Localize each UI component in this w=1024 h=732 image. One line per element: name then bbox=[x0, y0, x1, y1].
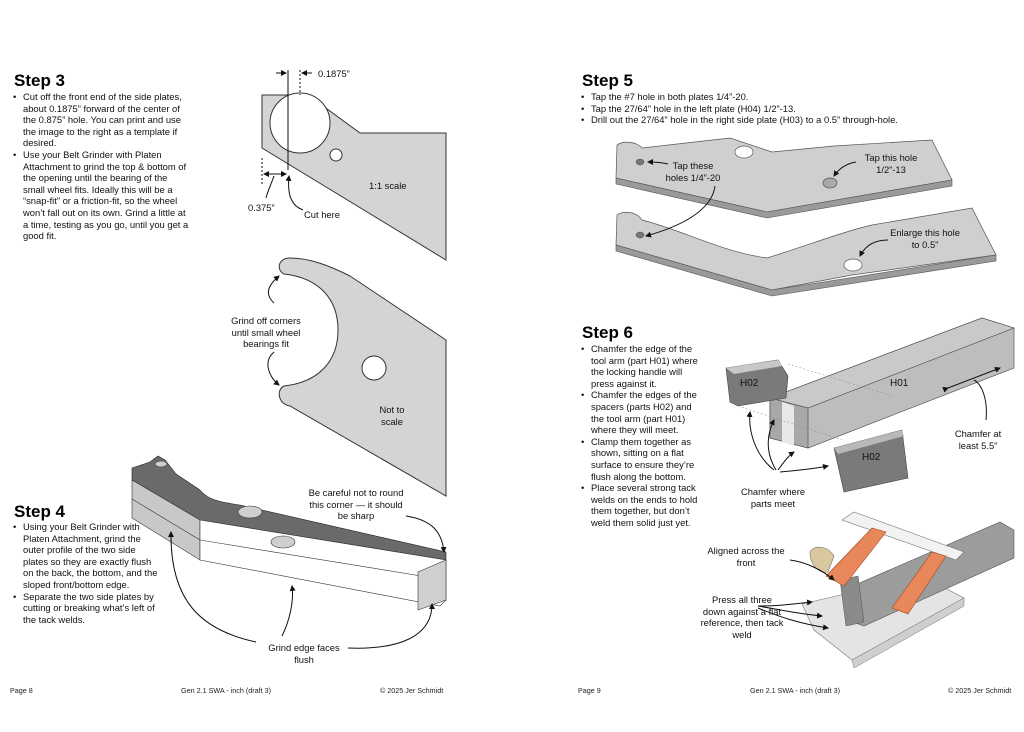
enlarge-hole-callout: Enlarge this hole to 0.5” bbox=[890, 227, 960, 250]
step-6-title: Step 6 bbox=[582, 323, 634, 342]
step-4-instructions: Using your Belt Grinder with Platen Atta… bbox=[12, 521, 162, 625]
press-down-callout: Press all three down against a flat refe… bbox=[700, 594, 784, 640]
clamp-jaw bbox=[891, 551, 947, 615]
step-4-bullet: Using your Belt Grinder with Platen Atta… bbox=[12, 521, 162, 591]
cut-template-diagram bbox=[131, 70, 447, 649]
large-hole bbox=[269, 92, 331, 154]
side-plate-grind bbox=[278, 257, 447, 497]
document-title: Gen 2.1 SWA - inch (draft 3) bbox=[181, 686, 272, 695]
dimension-label: 0.375” bbox=[248, 202, 275, 213]
part-label-h01: H01 bbox=[890, 378, 909, 389]
small-hole bbox=[361, 355, 387, 381]
step-6-bullet: Chamfer the edge of the tool arm (part H… bbox=[580, 343, 700, 389]
step-6-bullet: Place several strong tack welds on the e… bbox=[580, 482, 700, 528]
clamp-jaw bbox=[825, 527, 887, 587]
tap-small-holes-callout: Tap these holes 1/4”-20 bbox=[665, 160, 721, 183]
step-4-title: Step 4 bbox=[14, 502, 66, 521]
step-5-instructions: Tap the #7 hole in both plates 1/4”-20. … bbox=[580, 91, 960, 126]
step-6-instructions: Chamfer the edge of the tool arm (part H… bbox=[580, 343, 700, 529]
step-3-title: Step 3 bbox=[14, 71, 66, 90]
step-3-bullet: Cut off the front end of the side plates… bbox=[12, 91, 190, 149]
page-number: Page 8 bbox=[10, 686, 33, 695]
copyright: © 2025 Jer Schmidt bbox=[380, 686, 444, 695]
step-3-bullet: Use your Belt Grinder with Platen Attach… bbox=[12, 149, 190, 242]
scale-label: Not to scale bbox=[379, 404, 405, 427]
grind-corners-callout: Grind off corners until small wheel bear… bbox=[231, 315, 301, 349]
chamfer-meet-callout: Chamfer where parts meet bbox=[740, 486, 806, 509]
grind-flush-callout: Grind edge faces flush bbox=[268, 642, 340, 665]
cut-here-label: Cut here bbox=[304, 209, 340, 220]
step-5-bullet: Tap the 27/64” hole in the left plate (H… bbox=[580, 103, 960, 115]
page-8: Step 3 Cut off the front end of the side… bbox=[0, 0, 512, 732]
step-5-bullet: Drill out the 27/64” hole in the right s… bbox=[580, 114, 960, 126]
step-5-bullet: Tap the #7 hole in both plates 1/4”-20. bbox=[580, 91, 960, 103]
step-6-bullet: Chamfer the edges of the spacers (parts … bbox=[580, 389, 700, 435]
part-label-h02: H02 bbox=[740, 378, 759, 389]
plate-stack-front bbox=[199, 519, 447, 607]
step-5-title: Step 5 bbox=[582, 71, 634, 90]
copyright: © 2025 Jer Schmidt bbox=[948, 686, 1012, 695]
sharp-corner-callout: Be careful not to round this corner — it… bbox=[308, 487, 404, 521]
step-6-bullet: Clamp them together as shown, sitting on… bbox=[580, 436, 700, 482]
chamfer-length-callout: Chamfer at least 5.5” bbox=[954, 428, 1002, 451]
page-number: Page 9 bbox=[578, 686, 601, 695]
step-3-instructions: Cut off the front end of the side plates… bbox=[12, 91, 190, 242]
document-title: Gen 2.1 SWA - inch (draft 3) bbox=[750, 686, 841, 695]
clamp-bar bbox=[841, 511, 965, 561]
small-hole bbox=[329, 148, 343, 162]
dimension-label: 0.1875” bbox=[318, 68, 350, 79]
step-5-plates-diagram bbox=[615, 137, 1015, 669]
step-4-bullet: Separate the two side plates by cutting … bbox=[12, 591, 162, 626]
part-label-h02: H02 bbox=[862, 452, 881, 463]
aligned-callout: Aligned across the front bbox=[707, 545, 785, 568]
scale-label: 1:1 scale bbox=[369, 180, 407, 191]
side-plate-right-h03 bbox=[615, 207, 997, 291]
tap-large-hole-callout: Tap this hole 1/2”-13 bbox=[864, 152, 918, 175]
clamp-handle bbox=[809, 546, 835, 573]
page-9: Step 5 Tap the #7 hole in both plates 1/… bbox=[512, 0, 1024, 732]
